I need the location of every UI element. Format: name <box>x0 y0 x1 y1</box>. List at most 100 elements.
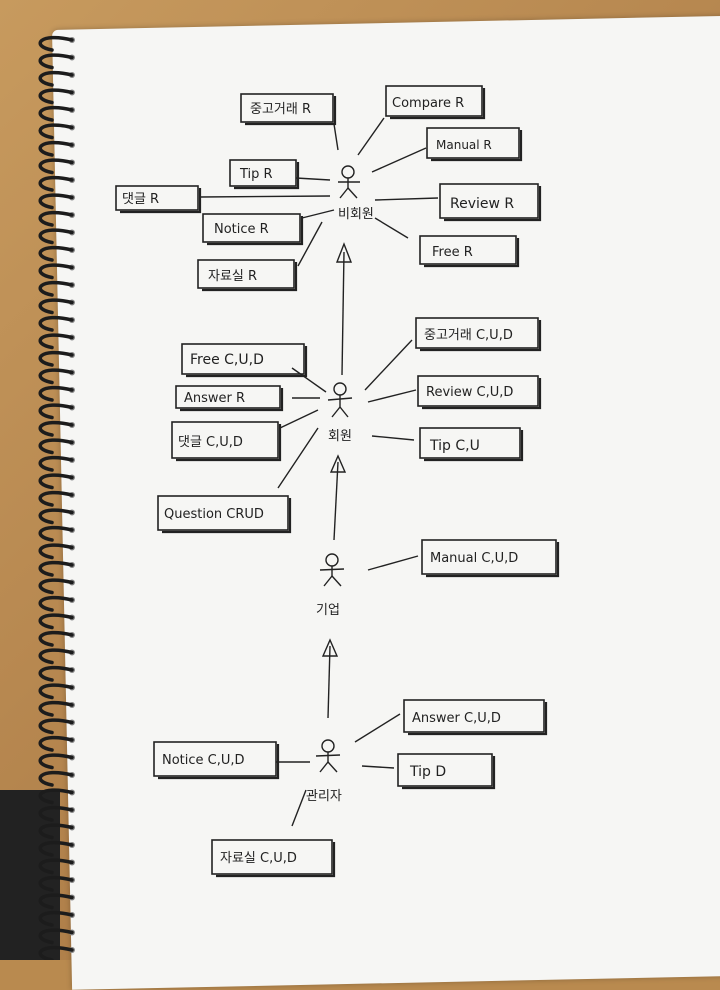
spiral-ring <box>38 385 74 402</box>
spiral-ring <box>38 35 74 52</box>
actor-company: 기업 <box>316 553 345 618</box>
use-case-label: Tip R <box>239 167 273 182</box>
use-case-label: Notice C,U,D <box>162 753 245 768</box>
use-case-label: Manual C,U,D <box>430 551 518 566</box>
spiral-ring <box>38 280 74 297</box>
spiral-ring <box>38 718 74 735</box>
use-case-label: Manual R <box>436 138 492 152</box>
spiral-ring <box>38 490 74 507</box>
spiral-ring <box>38 858 74 875</box>
spiral-ring <box>38 665 74 682</box>
use-case-label: 중고거래 C,U,D <box>424 328 513 343</box>
stick-figure-icon <box>338 165 360 199</box>
spiral-ring <box>38 105 74 122</box>
use-case-label: Free R <box>432 245 473 260</box>
spiral-ring <box>38 175 74 192</box>
spiral-ring <box>38 88 74 105</box>
spiral-ring <box>38 560 74 577</box>
use-case-label: Notice R <box>214 222 269 237</box>
actor-admin: 관리자 <box>306 739 342 804</box>
actor-label-member: 회원 <box>328 429 352 444</box>
spiral-ring <box>38 420 74 437</box>
use-case-box: Notice R <box>202 213 304 246</box>
use-case-box: Question CRUD <box>157 495 292 534</box>
spiral-ring <box>38 508 74 525</box>
use-case-label: Compare R <box>392 96 464 111</box>
use-case-box: 댓글 C,U,D <box>171 421 282 462</box>
spiral-ring <box>38 158 74 175</box>
spiral-ring <box>38 473 74 490</box>
use-case-box: 댓글 R <box>115 185 202 214</box>
spiral-ring <box>38 123 74 140</box>
stick-figure-icon <box>327 382 353 418</box>
spiral-ring <box>38 613 74 630</box>
spiral-ring <box>38 455 74 472</box>
stick-figure-icon <box>319 553 345 587</box>
use-case-box: 자료실 C,U,D <box>211 839 336 878</box>
spiral-ring <box>38 648 74 665</box>
spiral-ring <box>38 630 74 647</box>
actor-member: 회원 <box>327 382 353 444</box>
spiral-ring <box>38 805 74 822</box>
spiral-ring <box>38 350 74 367</box>
spiral-ring <box>38 823 74 840</box>
connection-lines <box>199 117 439 827</box>
admin-use-cases: Answer C,U,D Notice C,U,D Tip D 자료실 C,U,… <box>153 699 548 878</box>
spiral-binding <box>38 35 75 960</box>
use-case-label: 자료실 C,U,D <box>220 851 297 866</box>
use-case-box: Free R <box>419 235 520 268</box>
use-case-label: Review C,U,D <box>426 385 513 400</box>
use-case-label: 자료실 R <box>208 269 257 284</box>
spiral-ring <box>38 700 74 717</box>
spiral-ring <box>38 298 74 315</box>
use-case-box: Compare R <box>385 85 486 120</box>
use-case-box: Answer R <box>175 385 284 412</box>
spiral-ring <box>38 70 74 87</box>
spiral-ring <box>38 368 74 385</box>
spiral-ring <box>38 438 74 455</box>
use-case-box: Answer C,U,D <box>403 699 548 736</box>
use-case-box: Manual C,U,D <box>421 539 560 578</box>
use-case-label: Tip C,U <box>429 438 480 454</box>
actor-label-guest: 비회원 <box>338 207 374 222</box>
guest-use-cases: 중고거래 R Compare R Manual R Tip R 댓글 R Rev… <box>115 85 542 292</box>
spiral-ring <box>38 263 74 280</box>
use-case-label: 중고거래 R <box>250 102 311 117</box>
spiral-ring <box>38 893 74 910</box>
spiral-ring <box>38 735 74 752</box>
use-case-label: 댓글 C,U,D <box>178 435 243 450</box>
use-case-box: Review C,U,D <box>417 375 542 410</box>
spiral-ring <box>38 928 74 945</box>
spiral-ring <box>38 140 74 157</box>
use-case-box: Tip R <box>229 159 300 190</box>
use-case-box: Free C,U,D <box>181 343 308 378</box>
spiral-ring <box>38 910 74 927</box>
spiral-ring <box>38 403 74 420</box>
spiral-ring <box>38 228 74 245</box>
use-case-label: Free C,U,D <box>190 352 264 368</box>
spiral-ring <box>38 193 74 210</box>
use-case-box: 자료실 R <box>197 259 298 292</box>
use-case-label: Review R <box>450 196 514 212</box>
use-case-box: 중고거래 C,U,D <box>415 317 542 352</box>
use-case-box: Notice C,U,D <box>153 741 280 780</box>
use-case-box: Tip C,U <box>419 427 524 462</box>
use-case-diagram: 비회원 회원 기업 관리자 <box>115 85 560 878</box>
spiral-ring <box>38 543 74 560</box>
spiral-ring <box>38 753 74 770</box>
use-case-label: Tip D <box>409 764 446 780</box>
spiral-ring <box>38 245 74 262</box>
stick-figure-icon <box>315 739 341 773</box>
use-case-box: 중고거래 R <box>240 93 337 126</box>
use-case-label: Answer C,U,D <box>412 711 501 726</box>
actor-label-company: 기업 <box>316 603 340 618</box>
actor-label-admin: 관리자 <box>306 789 342 804</box>
spiral-ring <box>38 840 74 857</box>
spiral-ring <box>38 525 74 542</box>
spiral-ring <box>38 875 74 892</box>
actor-guest: 비회원 <box>338 165 374 222</box>
spiral-ring <box>38 578 74 595</box>
spiral-ring <box>38 770 74 787</box>
spiral-ring <box>38 315 74 332</box>
use-case-box: Manual R <box>426 127 523 162</box>
